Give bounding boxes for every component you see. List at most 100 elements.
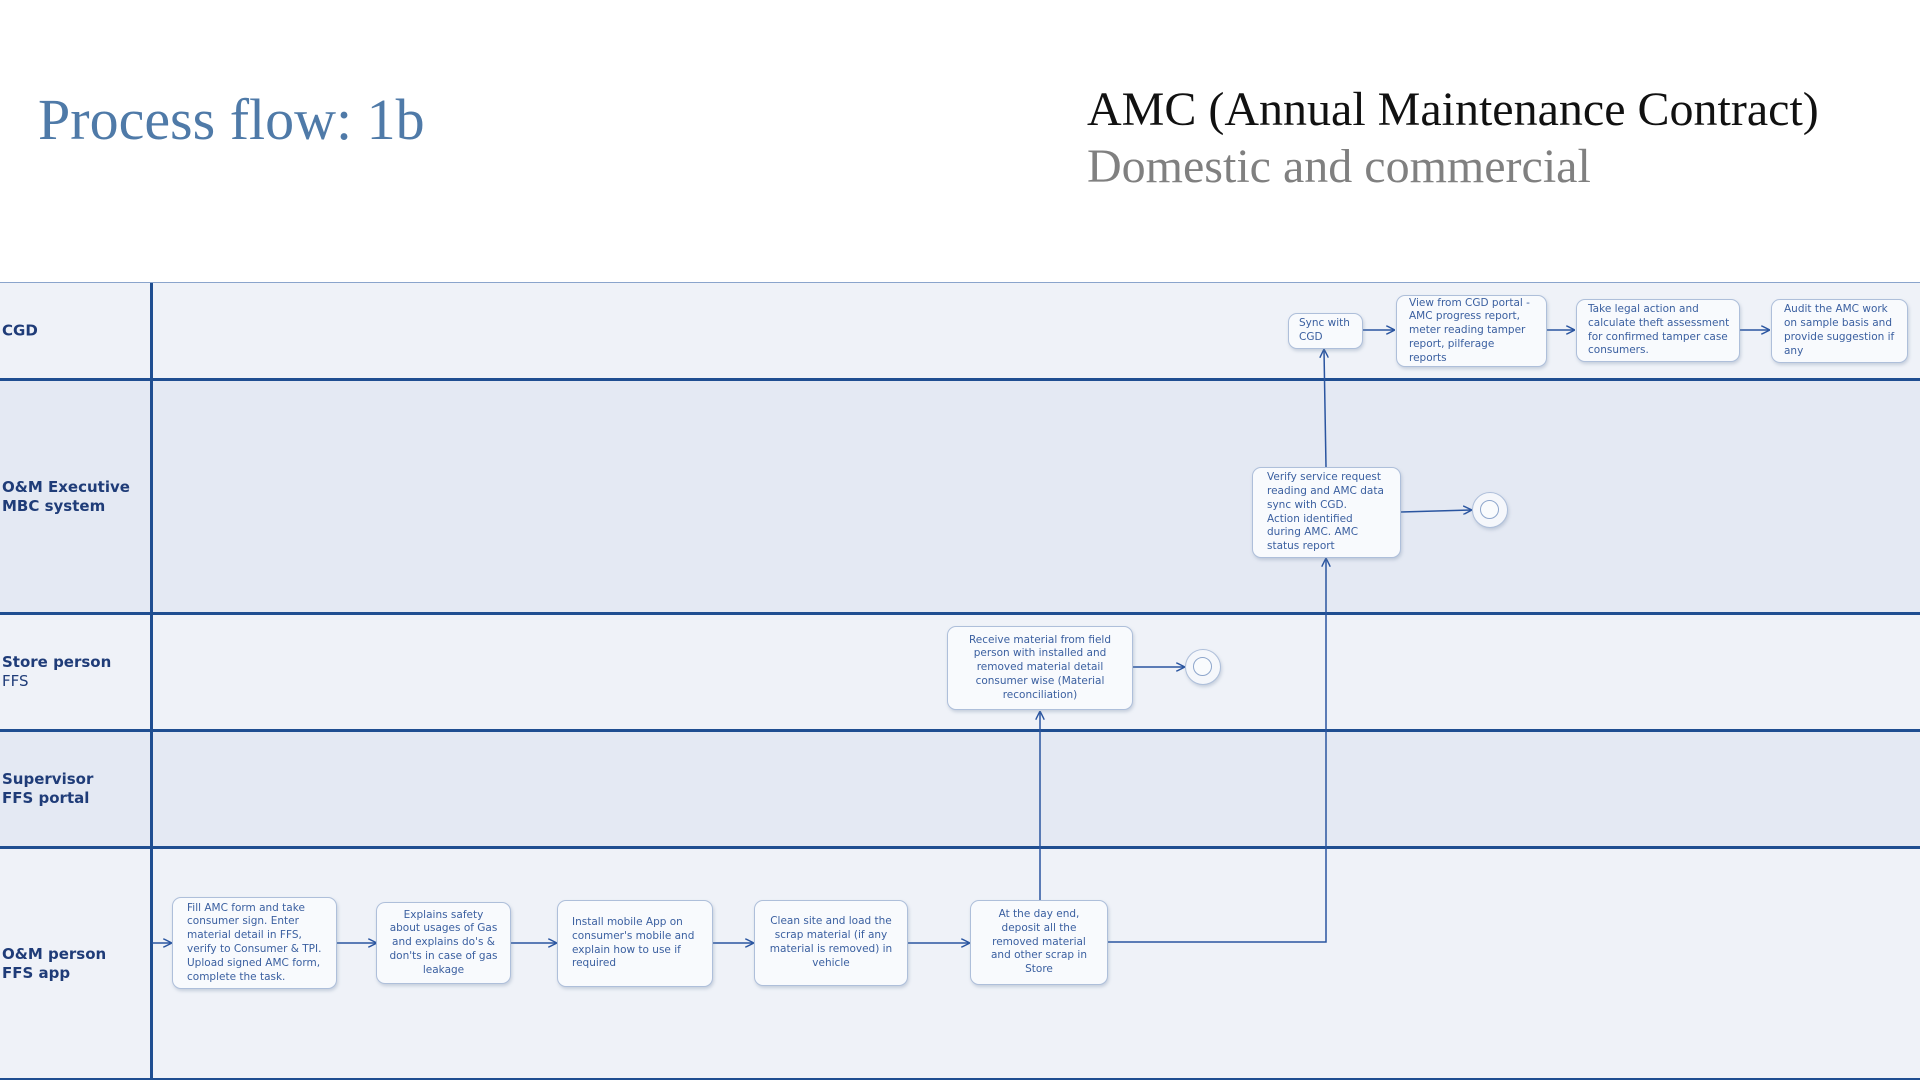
page-title: Process flow: 1b [38, 87, 425, 152]
step-line: required [572, 957, 616, 970]
step-line: on sample basis and [1784, 317, 1892, 330]
step-line: material is removed) in [769, 943, 893, 955]
step-clean-site[interactable]: Clean site and load the scrap material (… [754, 900, 908, 986]
step-view-cgd-portal[interactable]: View from CGD portal - AMC progress repo… [1396, 295, 1547, 367]
step-text: Clean site and load the scrap material (… [770, 915, 892, 970]
lane-label-line2: MBC system [2, 496, 106, 515]
lane-label-line1: Store person [2, 653, 112, 671]
step-line: consumer sign. Enter [187, 915, 299, 928]
step-line: reading and AMC data [1267, 484, 1384, 497]
end-event-inner-ring [1480, 500, 1499, 519]
process-heading: AMC (Annual Maintenance Contract) [1087, 83, 1819, 136]
step-line: consumer wise (Material [975, 674, 1105, 687]
step-sync-with-cgd[interactable]: Sync with CGD [1288, 313, 1363, 349]
step-line: and other scrap in [991, 949, 1087, 962]
step-line: removed material [992, 935, 1086, 948]
step-line: removed material detail [976, 661, 1104, 674]
step-text: Fill AMC form and take consumer sign. En… [187, 902, 321, 985]
step-fill-amc-form[interactable]: Fill AMC form and take consumer sign. En… [172, 897, 337, 989]
step-line: Take legal action and [1588, 302, 1699, 315]
lane-label: O&M person FFS app [2, 945, 106, 983]
lane-label-line1: O&M person [2, 944, 107, 963]
step-line: CGD [1299, 331, 1323, 343]
step-line: report, pilferage [1409, 337, 1495, 350]
lane-label: Store person FFS [2, 653, 111, 691]
step-line: calculate theft assessment [1588, 316, 1730, 329]
step-text: Take legal action and calculate theft as… [1588, 303, 1729, 358]
step-line: during AMC. AMC [1267, 526, 1359, 539]
step-verify-service-request[interactable]: Verify service request reading and AMC d… [1252, 467, 1401, 558]
step-take-legal-action[interactable]: Take legal action and calculate theft as… [1576, 299, 1740, 362]
lane-om-executive: O&M Executive MBC system [0, 378, 1920, 612]
step-text: Receive material from field person with … [969, 634, 1111, 703]
step-line: person with installed and [973, 647, 1107, 660]
step-line: vehicle [812, 956, 850, 969]
step-line: provide suggestion if [1784, 331, 1895, 343]
step-line: complete the task. [187, 970, 286, 983]
step-audit-amc-work[interactable]: Audit the AMC work on sample basis and p… [1771, 299, 1908, 363]
step-line: AMC progress report, [1409, 310, 1520, 323]
step-line: consumer's mobile and [572, 929, 695, 942]
step-text: View from CGD portal - AMC progress repo… [1409, 297, 1530, 366]
lane-label-line1: CGD [2, 321, 38, 340]
step-text: Verify service request reading and AMC d… [1267, 471, 1384, 554]
step-line: View from CGD portal - [1409, 296, 1530, 309]
step-line: don'ts in case of gas [389, 949, 498, 962]
step-line: status report [1267, 540, 1335, 553]
lane-label: CGD [2, 322, 38, 341]
step-line: verify to Consumer & TPI. [187, 943, 322, 955]
step-line: any [1784, 344, 1804, 357]
step-text: Install mobile App on consumer's mobile … [572, 916, 694, 971]
step-line: Clean site and load the [770, 915, 892, 928]
step-explain-safety[interactable]: Explains safety about usages of Gas and … [376, 902, 511, 984]
lane-label-line1: O&M Executive [2, 477, 130, 496]
step-text: Audit the AMC work on sample basis and p… [1784, 303, 1894, 358]
step-text: Explains safety about usages of Gas and … [390, 909, 498, 978]
step-line: Fill AMC form and take [187, 901, 305, 914]
step-text: At the day end, deposit all the removed … [991, 908, 1087, 977]
step-receive-material[interactable]: Receive material from field person with … [947, 626, 1133, 710]
step-line: Sync with [1299, 317, 1350, 330]
step-line: explain how to use if [572, 943, 681, 956]
process-subheading: Domestic and commercial [1087, 140, 1591, 193]
end-event-inner-ring [1193, 657, 1212, 676]
step-line: Install mobile App on [572, 915, 683, 928]
step-line: Explains safety [403, 908, 484, 921]
step-line: sync with CGD. [1267, 498, 1347, 511]
lane-header-om-person: O&M person FFS app [0, 849, 153, 1078]
lane-header-cgd: CGD [0, 283, 153, 379]
step-day-end-deposit[interactable]: At the day end, deposit all the removed … [970, 900, 1108, 985]
step-install-mobile-app[interactable]: Install mobile App on consumer's mobile … [557, 900, 713, 987]
lane-supervisor: Supervisor FFS portal [0, 729, 1920, 846]
lane-label-line2: FFS [2, 672, 29, 690]
lane-header-om-executive: O&M Executive MBC system [0, 381, 153, 612]
step-line: for confirmed tamper case [1588, 330, 1728, 343]
lane-header-store-person: Store person FFS [0, 615, 153, 729]
step-line: deposit all the [1001, 921, 1077, 934]
step-line: reports [1409, 351, 1447, 364]
step-line: scrap material (if any [774, 929, 888, 942]
step-line: Action identified [1267, 512, 1353, 525]
step-line: about usages of Gas [389, 922, 498, 935]
lane-label: O&M Executive MBC system [2, 478, 130, 516]
step-line: Upload signed AMC form, [187, 956, 321, 969]
step-line: material detail in FFS, [187, 929, 302, 942]
lane-label-line2: FFS app [2, 963, 71, 982]
step-text: Sync with CGD [1299, 317, 1350, 345]
step-line: and explains do's & [392, 936, 495, 949]
end-event-executive[interactable] [1472, 492, 1508, 528]
lane-label-line1: Supervisor [2, 770, 94, 788]
step-line: meter reading tamper [1409, 324, 1526, 337]
step-line: Verify service request [1267, 471, 1381, 484]
lane-label: Supervisor FFS portal [2, 770, 93, 808]
step-line: reconciliation) [1002, 688, 1078, 701]
step-line: Store [1025, 963, 1053, 976]
end-event-store[interactable] [1185, 649, 1221, 685]
step-line: At the day end, [998, 908, 1080, 920]
step-line: Audit the AMC work [1784, 303, 1888, 316]
step-line: consumers. [1588, 344, 1649, 357]
lane-label-line2: FFS portal [2, 789, 90, 807]
step-line: Receive material from field [968, 633, 1112, 646]
lane-header-supervisor: Supervisor FFS portal [0, 732, 153, 846]
step-line: leakage [422, 963, 465, 976]
